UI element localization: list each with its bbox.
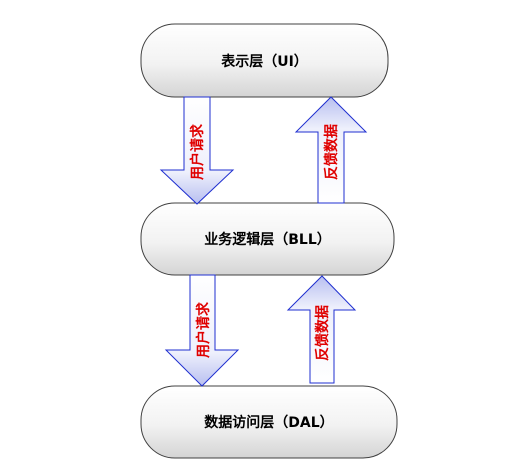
feedback-label-1: 反馈数据 [323,124,340,180]
layer-label-dal: 数据访问层（DAL） [204,414,333,431]
layer-label-ui: 表示层（UI） [220,53,308,70]
layer-label-bll: 业务逻辑层（BLL） [204,231,331,248]
layer-box-dal: 数据访问层（DAL） [140,385,398,459]
layer-box-ui: 表示层（UI） [140,23,389,98]
request-arrow-bll-to-dal: 用户请求 [164,274,240,387]
request-label-1: 用户请求 [189,123,206,180]
feedback-arrow-dal-to-bll: 反馈数据 [286,275,357,384]
layer-box-bll: 业务逻辑层（BLL） [140,202,395,276]
request-label-2: 用户请求 [195,301,212,358]
feedback-label-2: 反馈数据 [314,305,331,361]
feedback-arrow-bll-to-ui: 反馈数据 [294,96,368,204]
request-arrow-ui-to-bll: 用户请求 [159,96,235,205]
